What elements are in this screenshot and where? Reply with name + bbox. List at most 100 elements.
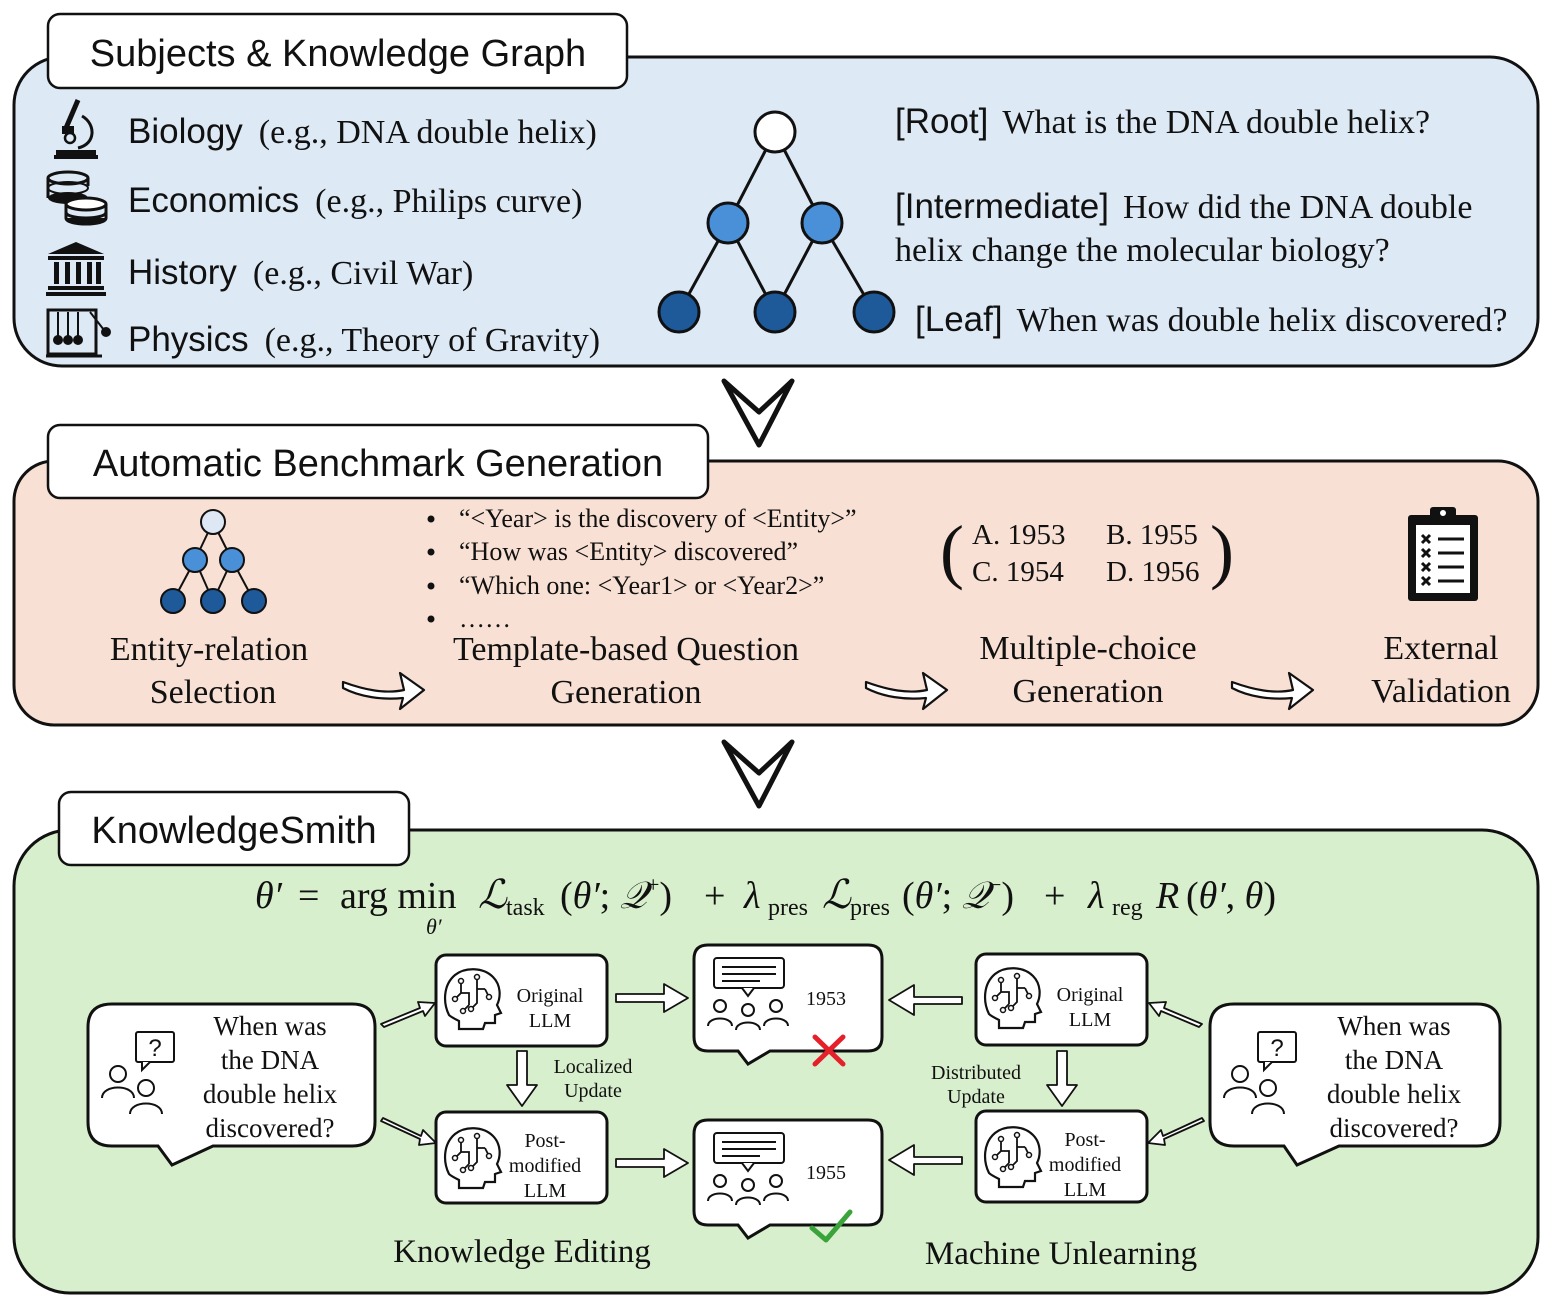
machine-unlearning-caption: Machine Unlearning <box>925 1236 1197 1272</box>
svg-text:λ: λ <box>1087 875 1104 917</box>
tree-leaf-node <box>852 290 896 334</box>
step-label: Selection <box>150 674 277 711</box>
knowledge-editing-caption: Knowledge Editing <box>393 1234 651 1270</box>
panel3-title-box <box>57 790 411 867</box>
step-arrow-icon <box>1230 671 1315 711</box>
step-label: Multiple-choice <box>979 630 1196 667</box>
svg-text:ℒ: ℒ <box>478 872 508 917</box>
svg-text:θ′: θ′ <box>426 914 443 939</box>
svg-text:pres: pres <box>850 895 890 921</box>
question-line: the DNA <box>1345 1045 1444 1075</box>
step-label: External <box>1383 630 1498 667</box>
distributed-update-label: Update <box>947 1086 1005 1108</box>
localized-update-label: Localized <box>554 1056 633 1078</box>
step-label: Generation <box>1012 673 1163 710</box>
arrow-icon <box>1148 1001 1203 1028</box>
question-line: the DNA <box>221 1045 320 1075</box>
intermediate-question-line2: helix change the molecular biology? <box>895 232 1390 269</box>
arrow-icon <box>506 1050 538 1107</box>
svg-text:+: + <box>704 875 725 917</box>
svg-text:Post-: Post- <box>524 1130 565 1152</box>
step-arrow-icon <box>864 671 949 711</box>
benchmark-generation-panel: Automatic Benchmark Generation “<Year> i… <box>12 423 1540 727</box>
answer-options: ( ) A. 1953 B. 1955 C. 1954 D. 1956 <box>940 511 1234 591</box>
step-label: Template-based Question <box>453 631 799 668</box>
svg-text:LLM: LLM <box>1064 1179 1106 1201</box>
svg-text:Original: Original <box>1057 984 1124 1006</box>
question-line: double helix <box>203 1079 338 1109</box>
right-paren-glyph: ) <box>1210 511 1234 591</box>
newtons-cradle-icon <box>46 308 111 358</box>
intermediate-question: [Intermediate] How did the DNA double <box>895 187 1472 226</box>
knowledge-tree <box>657 110 896 334</box>
arrow-icon <box>380 1117 437 1146</box>
template-list: “<Year> is the discovery of <Entity>” “H… <box>427 504 857 633</box>
knowledgesmith-panel: KnowledgeSmith θ′ = arg min θ′ ℒ task (θ… <box>12 790 1540 1295</box>
post-modified-llm-right: Post- modified LLM <box>974 1109 1149 1204</box>
svg-text:+: + <box>1044 875 1065 917</box>
panel1-title-box <box>46 12 629 90</box>
subject-history: History (e.g., Civil War) <box>128 253 473 292</box>
check-icon <box>809 1209 853 1243</box>
panel1-title: Subjects & Knowledge Graph <box>90 33 586 75</box>
localized-update-label: Update <box>564 1080 622 1102</box>
question-line: discovered? <box>1330 1113 1459 1143</box>
cross-icon <box>812 1034 846 1067</box>
panel1-background <box>12 55 1540 368</box>
arrow-icon <box>888 1144 963 1176</box>
question-bubble-right: When was the DNA double helix discovered… <box>1208 1002 1502 1167</box>
tree-leaf-node <box>753 290 797 334</box>
tree-root-node <box>753 110 797 154</box>
arrow-icon <box>380 1001 436 1028</box>
step-label: Validation <box>1371 673 1511 710</box>
tree-leaf-node <box>657 290 701 334</box>
knowledge-graph-panel: Subjects & Knowledge Graph <box>12 12 1540 368</box>
answer-1955: 1955 <box>806 1162 846 1184</box>
objective-formula: θ′ = arg min θ′ ℒ task (θ′; 𝒬+) + λ pres… <box>255 872 1276 939</box>
panel3-title: KnowledgeSmith <box>91 810 376 852</box>
svg-text:modified: modified <box>509 1155 581 1177</box>
panel2-background <box>12 459 1540 727</box>
option-d: D. 1956 <box>1106 556 1199 588</box>
svg-text:Original: Original <box>517 985 584 1007</box>
original-llm-left: Original LLM <box>434 953 609 1048</box>
museum-icon <box>46 242 106 296</box>
svg-text:modified: modified <box>1049 1154 1121 1176</box>
distributed-update-label: Distributed <box>931 1062 1021 1084</box>
down-arrow-icon <box>721 378 795 448</box>
arrow-icon <box>615 1148 689 1178</box>
step-label: Generation <box>550 674 701 711</box>
arrow-icon <box>1046 1050 1078 1107</box>
mini-tree-icon <box>160 509 267 614</box>
down-arrow-icon <box>721 739 795 809</box>
question-line: When was <box>1337 1011 1450 1041</box>
step-label: Entity-relation <box>110 631 308 668</box>
original-llm-right: Original LLM <box>974 952 1149 1047</box>
svg-text:LLM: LLM <box>524 1180 566 1202</box>
question-bubble-left: When was the DNA double helix discovered… <box>86 1002 377 1167</box>
template-item: “Which one: <Year1> or <Year2>” <box>459 571 824 600</box>
option-a: A. 1953 <box>972 519 1065 551</box>
template-item: “How was <Entity> discovered” <box>459 537 798 566</box>
tree-intermediate-node <box>800 201 844 245</box>
coins-icon <box>46 170 108 226</box>
step-arrow-icon <box>341 671 426 711</box>
arrow-icon <box>888 984 963 1016</box>
svg-text:θ′: θ′ <box>255 875 283 917</box>
svg-text:LLM: LLM <box>1069 1009 1111 1031</box>
step-labels: Entity-relation Selection Template-based… <box>110 630 1511 711</box>
svg-text:pres: pres <box>768 895 808 921</box>
post-modified-llm-left: Post- modified LLM <box>434 1110 609 1205</box>
root-question: [Root] What is the DNA double helix? <box>895 102 1430 141</box>
subject-physics: Physics (e.g., Theory of Gravity) <box>128 320 600 359</box>
option-b: B. 1955 <box>1106 519 1198 551</box>
template-item: “<Year> is the discovery of <Entity>” <box>459 504 857 533</box>
arrow-icon <box>615 983 689 1013</box>
svg-text:reg: reg <box>1112 895 1143 921</box>
svg-text:LLM: LLM <box>529 1010 571 1032</box>
subject-biology: Biology (e.g., DNA double helix) <box>128 112 597 151</box>
panel2-title-box <box>46 423 710 500</box>
clipboard-checklist-icon <box>1408 507 1478 601</box>
question-line: discovered? <box>206 1113 335 1143</box>
